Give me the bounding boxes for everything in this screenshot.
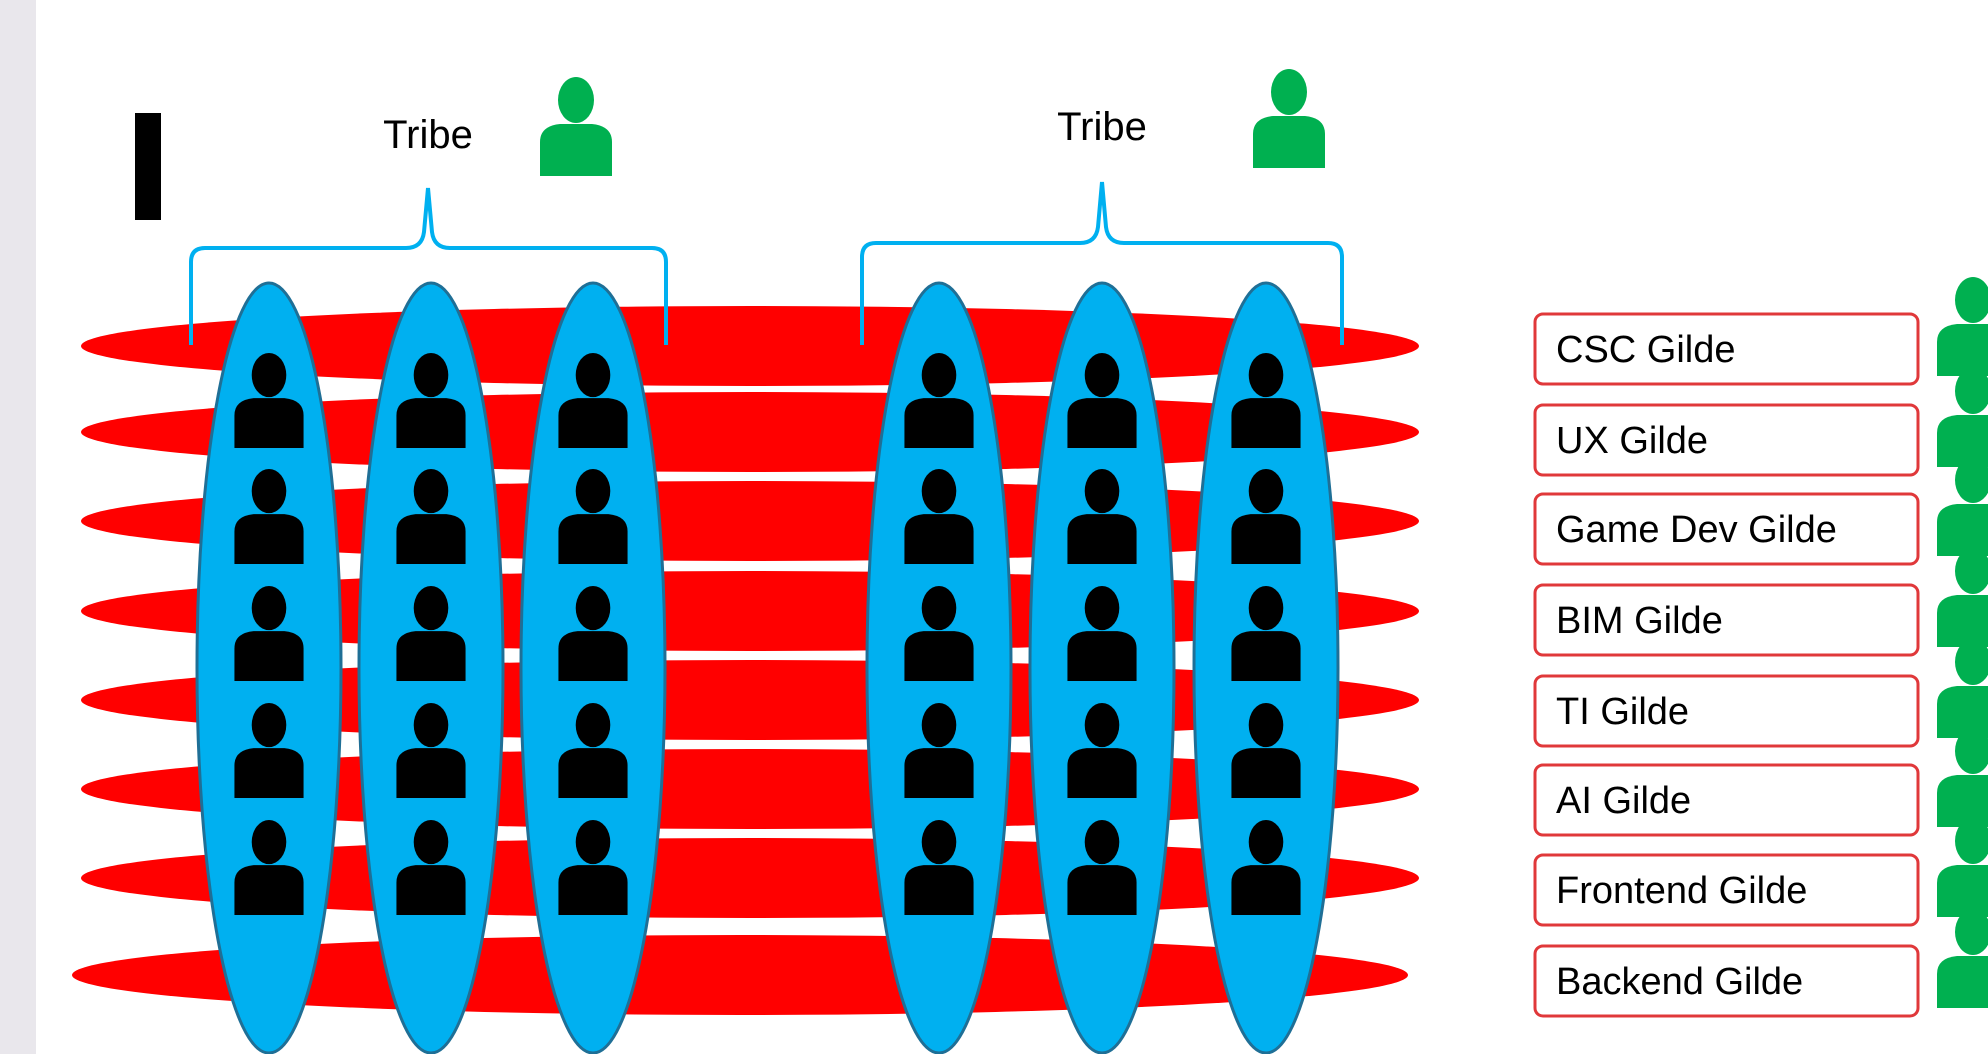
- tribe-bracket: [189, 187, 668, 345]
- guild-box: [1533, 944, 1920, 1018]
- guild-item: CSC Gilde: [1533, 277, 1988, 386]
- squad: [1028, 281, 1176, 1054]
- tribe-brackets: Tribe Tribe: [189, 69, 1344, 345]
- guild-item: Backend Gilde: [1533, 909, 1988, 1018]
- guild-item: TI Gilde: [1533, 639, 1988, 748]
- tribe: Tribe: [189, 77, 668, 345]
- squads: [195, 281, 1340, 1054]
- tribe: Tribe: [860, 69, 1344, 345]
- guild-item: UX Gilde: [1533, 368, 1988, 477]
- guild-item: BIM Gilde: [1533, 548, 1988, 657]
- text-cursor-bar: [135, 113, 161, 220]
- squad: [865, 281, 1013, 1054]
- person-icon: [1937, 457, 1988, 556]
- guild-box: [1533, 674, 1920, 748]
- guild-label: Frontend Gilde: [1556, 870, 1807, 912]
- person-icon: [1937, 277, 1988, 376]
- person-icon: [1937, 639, 1988, 738]
- guild-box: [1533, 763, 1920, 837]
- guild-item: AI Gilde: [1533, 728, 1988, 837]
- guild-box: [1533, 583, 1920, 657]
- person-icon: [1253, 69, 1325, 168]
- guild-item: Game Dev Gilde: [1533, 457, 1988, 566]
- guild-box: [1533, 312, 1920, 386]
- guild-label: Backend Gilde: [1556, 961, 1803, 1003]
- person-icon: [540, 77, 612, 176]
- guild-item: Frontend Gilde: [1533, 818, 1988, 927]
- squad: [195, 281, 343, 1054]
- tribe-bracket: [860, 181, 1344, 345]
- tribe-label: Tribe: [1057, 105, 1147, 149]
- squad: [357, 281, 505, 1054]
- guild-box: [1533, 492, 1920, 566]
- tribe-label: Tribe: [383, 113, 473, 157]
- squad: [519, 281, 667, 1054]
- person-icon: [1937, 368, 1988, 467]
- guild-label: UX Gilde: [1556, 420, 1708, 462]
- person-icon: [1937, 728, 1988, 827]
- guild-box: [1533, 403, 1920, 477]
- guild-label: Game Dev Gilde: [1556, 509, 1837, 551]
- person-icon: [1937, 548, 1988, 647]
- squad: [1192, 281, 1340, 1054]
- guild-label: CSC Gilde: [1556, 329, 1736, 371]
- guild-label: TI Gilde: [1556, 691, 1689, 733]
- person-icon: [1937, 909, 1988, 1008]
- guild-box: [1533, 853, 1920, 927]
- person-icon: [1937, 818, 1988, 917]
- guild-label: BIM Gilde: [1556, 600, 1723, 642]
- guild-label: AI Gilde: [1556, 780, 1691, 822]
